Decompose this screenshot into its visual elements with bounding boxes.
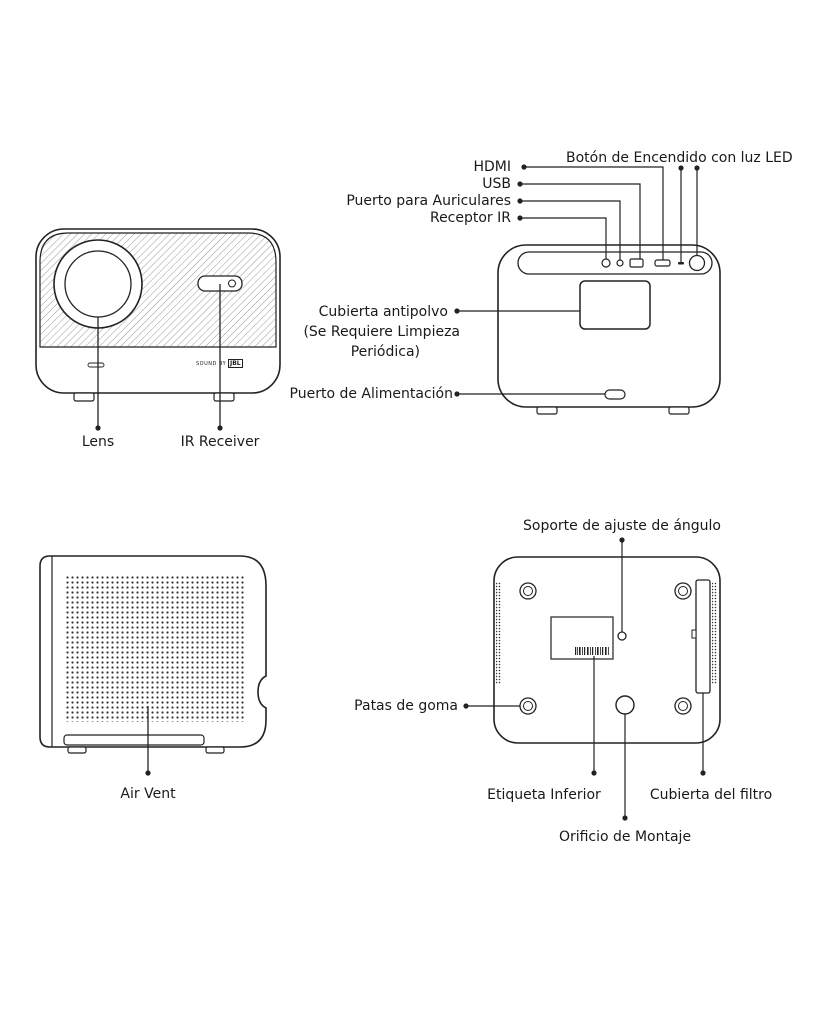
- power-led: [678, 262, 684, 265]
- label-rubber-feet: Patas de goma: [330, 698, 458, 714]
- label-bottom-label: Etiqueta Inferior: [474, 787, 614, 803]
- mounting-hole: [616, 696, 634, 714]
- filter-cover: [696, 580, 710, 693]
- label-dust-cover: Cubierta antipolvo (Se Requiere Limpieza…: [280, 302, 448, 362]
- label-lens: Lens: [68, 434, 128, 450]
- label-receptor-ir: Receptor IR: [400, 210, 511, 226]
- brand-logo: JBL: [228, 359, 243, 368]
- side-vent-grille: [66, 576, 244, 722]
- label-power-button: Botón de Encendido con luz LED: [566, 150, 793, 166]
- barcode: [574, 647, 610, 656]
- label-headphone-port: Puerto para Auriculares: [300, 193, 511, 209]
- front-foot-left: [74, 393, 94, 401]
- label-mounting-hole: Orificio de Montaje: [540, 829, 710, 845]
- dust-cover: [580, 281, 650, 329]
- power-port: [605, 390, 625, 399]
- label-ir-receiver: IR Receiver: [160, 434, 280, 450]
- side-view: [40, 556, 266, 776]
- label-usb: USB: [400, 176, 511, 192]
- label-dust-cover-line3: Periódica): [280, 342, 420, 362]
- label-angle-stand: Soporte de ajuste de ángulo: [500, 518, 744, 534]
- brand-text: SOUND BY: [196, 361, 226, 367]
- front-foot-right: [214, 393, 234, 401]
- label-power-port: Puerto de Alimentación: [260, 386, 453, 402]
- label-filter-cover: Cubierta del filtro: [636, 787, 786, 803]
- label-dust-cover-line2: (Se Requiere Limpieza: [280, 322, 460, 342]
- label-dust-cover-line1: Cubierta antipolvo: [280, 302, 448, 322]
- lens-glass: [65, 251, 131, 317]
- label-air-vent: Air Vent: [98, 786, 198, 802]
- front-view: [36, 229, 280, 431]
- label-hdmi: HDMI: [400, 159, 511, 175]
- bottom-view: [463, 537, 720, 820]
- side-base-strip: [64, 735, 204, 745]
